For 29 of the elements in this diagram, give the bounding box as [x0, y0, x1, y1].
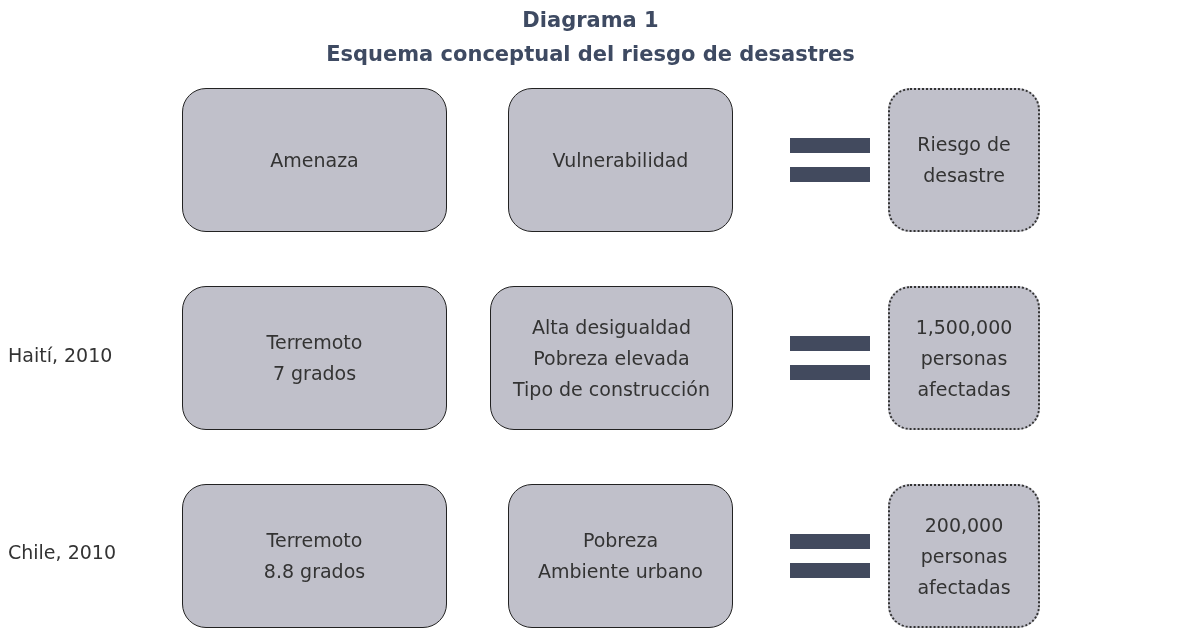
- concept-box: [508, 88, 733, 232]
- node-text: 1,500,000: [915, 314, 1013, 340]
- node-text: personas afectadas: [916, 543, 1012, 600]
- node-text: Pobreza: [582, 528, 659, 553]
- row-label: Chile, 2010: [8, 541, 116, 563]
- concept-box: [182, 88, 447, 232]
- result-box: [888, 88, 1040, 232]
- result-box: [888, 286, 1040, 430]
- row-label: Haití, 2010: [8, 344, 113, 366]
- diagram-subtitle: Esquema conceptual del riesgo de desastres: [325, 42, 856, 66]
- node-text: 200,000: [924, 512, 1004, 538]
- node-text: Ambiente urbano: [538, 559, 703, 584]
- node-text: Tipo de construcción: [513, 376, 710, 402]
- node-text: personas afectadas: [916, 345, 1012, 402]
- concept-box: [508, 484, 733, 628]
- node-text: 8.8 grados: [263, 559, 366, 584]
- concept-box: [182, 484, 447, 628]
- node-text: Riesgo de desastre: [916, 132, 1012, 188]
- node-text: Alta desigualdad: [531, 314, 692, 340]
- node-text: 7 grados: [272, 361, 357, 386]
- concept-box: [182, 286, 447, 430]
- node-text: Terremoto: [266, 528, 363, 553]
- node-text: Terremoto: [266, 330, 363, 355]
- node-text: Vulnerabilidad: [552, 147, 689, 173]
- diagram-title: Diagrama 1: [521, 8, 660, 32]
- node-text: Pobreza elevada: [533, 345, 690, 371]
- result-box: [888, 484, 1040, 628]
- concept-box: [490, 286, 733, 430]
- node-text: Amenaza: [270, 147, 359, 173]
